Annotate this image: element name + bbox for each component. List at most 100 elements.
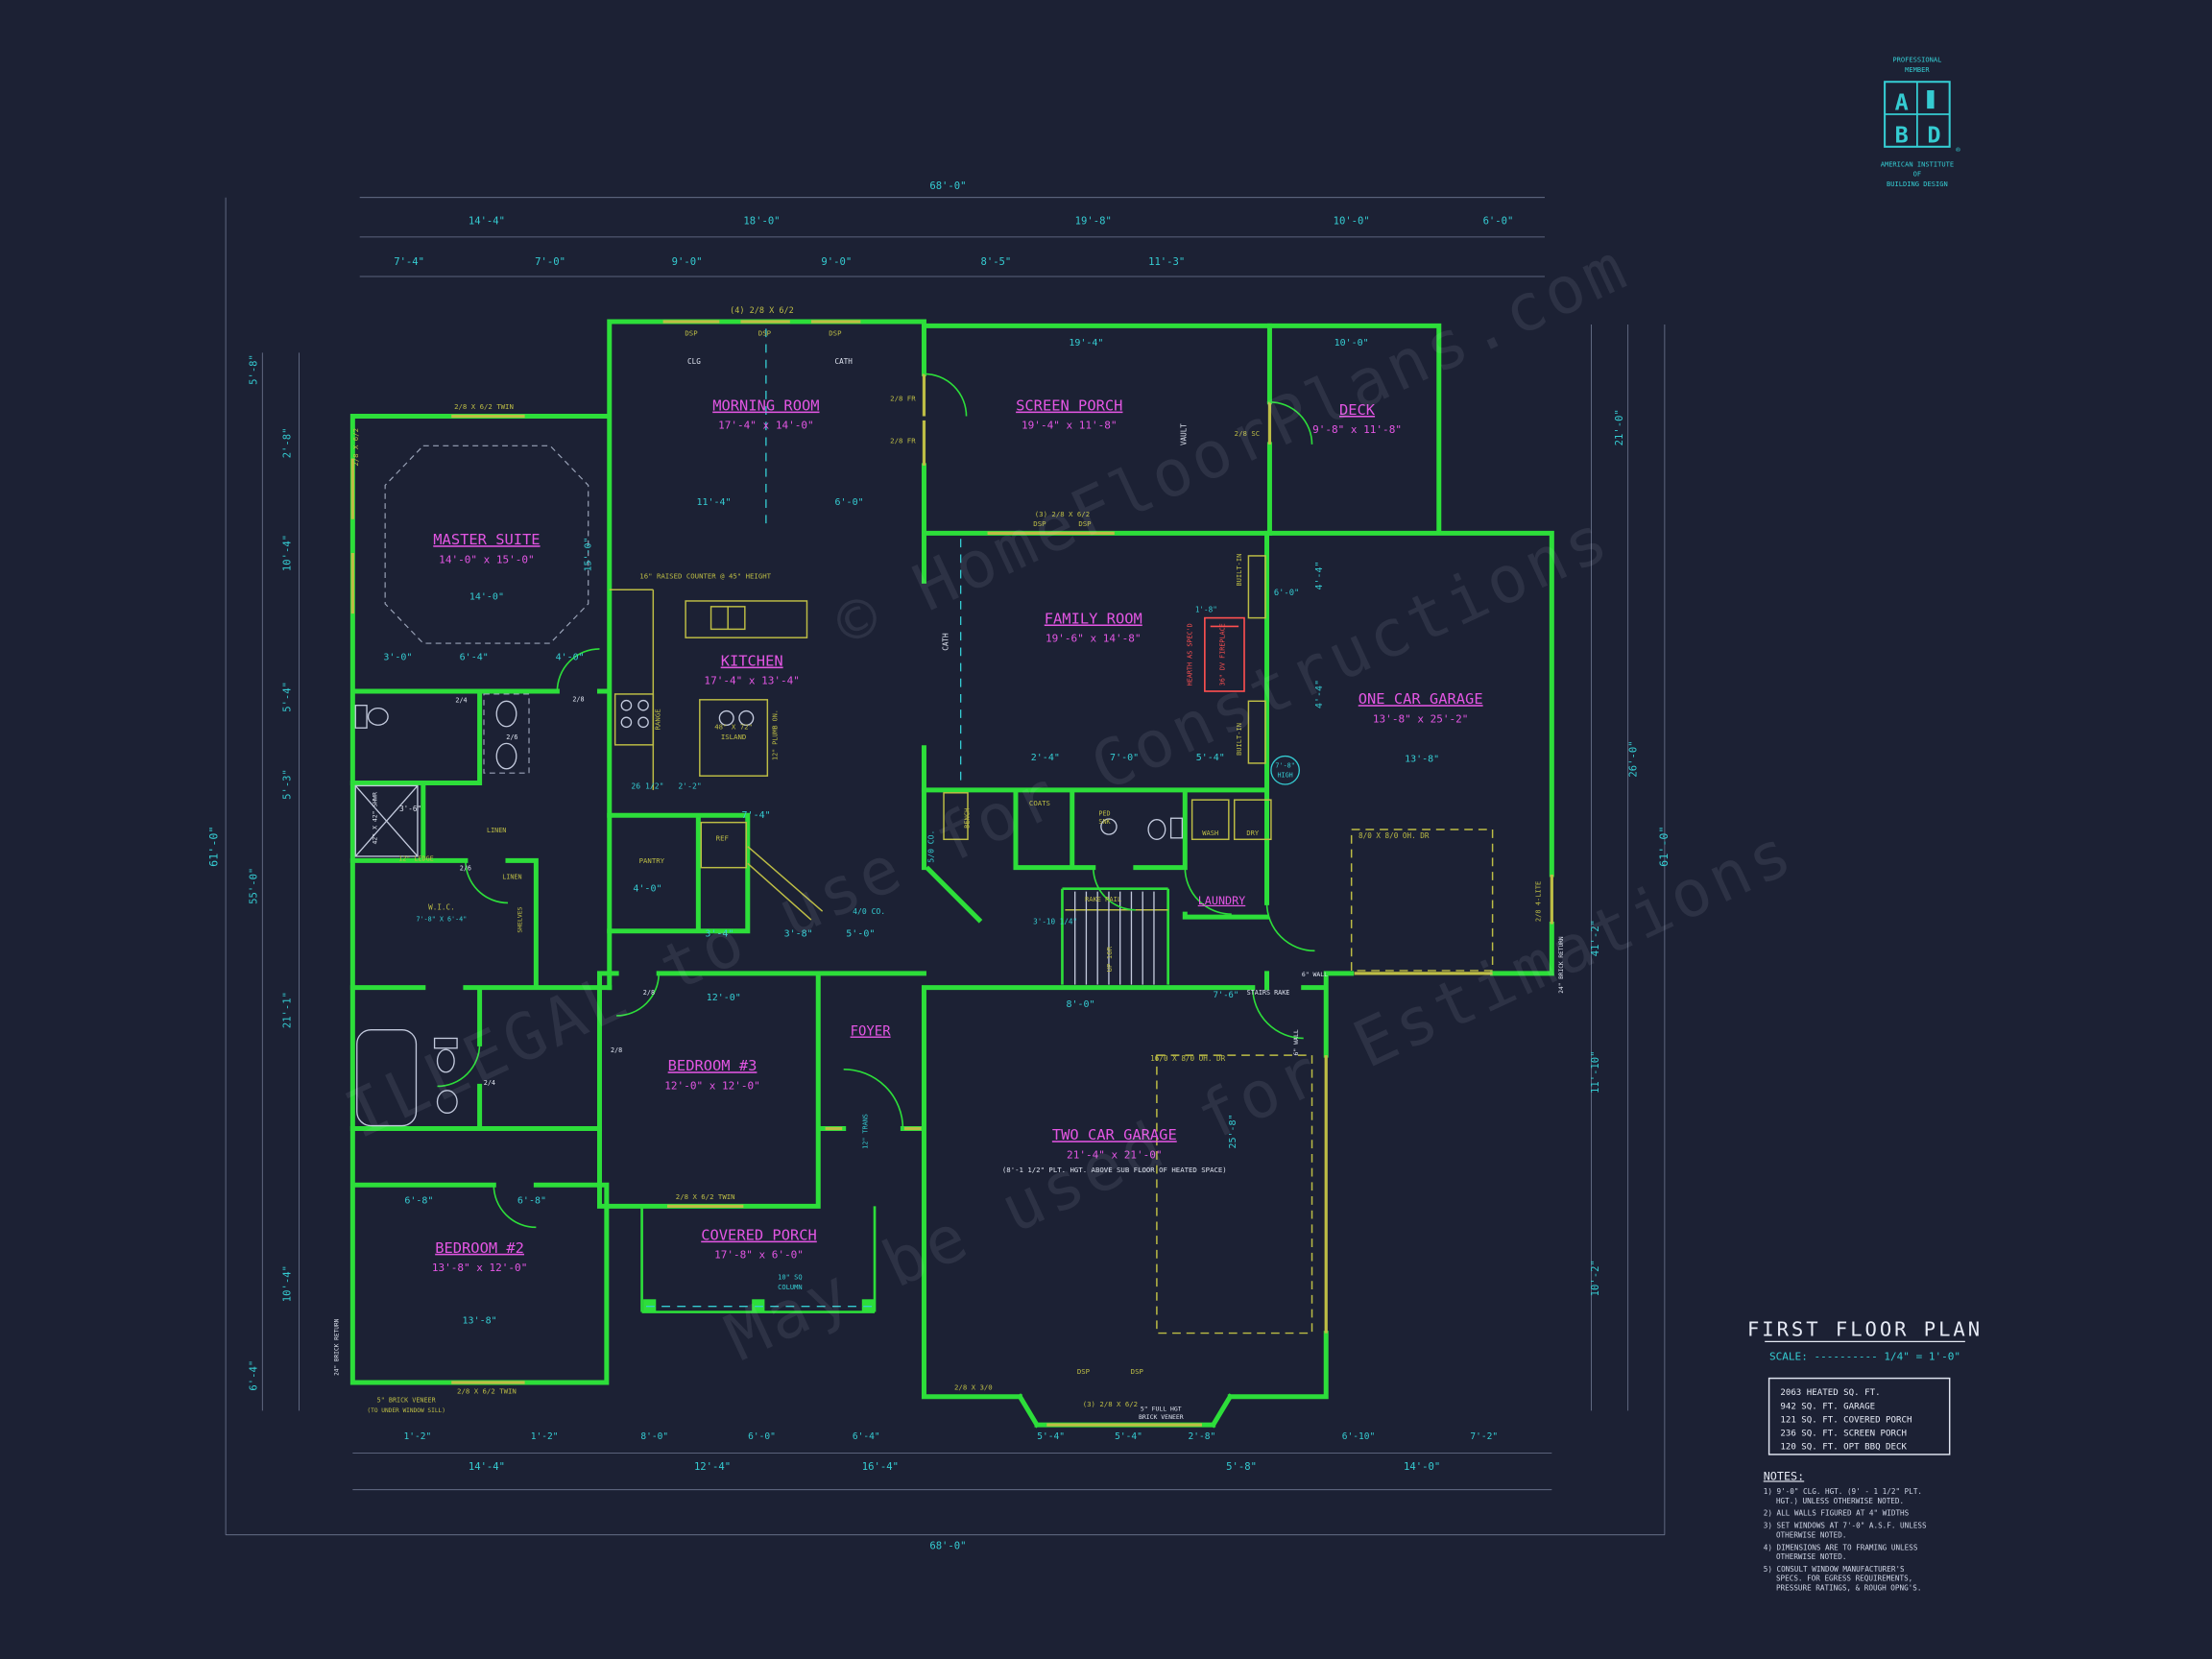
page-title: FIRST FLOOR PLAN: [1747, 1318, 1983, 1341]
dim-label: RANGE: [654, 709, 662, 730]
dim-label: 7'-0": [1110, 753, 1139, 763]
room-label-family-room: FAMILY ROOM: [1045, 610, 1142, 627]
dim-label: 16" RAISED COUNTER @ 45" HEIGHT: [639, 571, 771, 580]
dim-label: 21'-1": [282, 992, 294, 1028]
range: [613, 693, 655, 746]
dim-label: 2/8 X 6/2: [351, 428, 360, 467]
dim-label: PED: [1098, 809, 1110, 817]
aibd-logo-letter: D: [1927, 121, 1940, 148]
dim-label: 24" BRICK RETURN: [334, 1318, 341, 1376]
dim-label: CATH: [941, 633, 950, 651]
toilet: [367, 707, 389, 726]
dim-label: 1'-2": [531, 1431, 559, 1442]
note-line: 3) SET WINDOWS AT 7'-0" A.S.F. UNLESS: [1764, 1522, 1927, 1530]
island-sink: [718, 709, 734, 726]
room-dim: 13'-8" x 25'-2": [1373, 712, 1468, 725]
stats-line: 942 SQ. FT. GARAGE: [1780, 1402, 1875, 1411]
notes-lines: 1) 9'-0" CLG. HGT. (9' - 1 1/2" PLT.HGT.…: [1764, 1487, 1927, 1592]
dim-label: 2/6: [506, 733, 517, 741]
dim-label: 2/8 4-LITE: [1534, 881, 1543, 922]
note-line: 5) CONSULT WINDOW MANUFACTURER'S: [1764, 1565, 1905, 1574]
dim-label: 11'-10": [1590, 1050, 1601, 1094]
dim-label: 10'-4": [282, 1265, 294, 1302]
dim-label: 13'-8": [463, 1315, 497, 1326]
dim-label: DSP: [1131, 1367, 1144, 1376]
dim-label: 7'-2": [1470, 1431, 1498, 1442]
built-in-shelf: [1247, 555, 1266, 619]
note-line: 2) ALL WALLS FIGURED AT 4" WIDTHS: [1764, 1509, 1910, 1518]
dim-label: 7'-4": [394, 256, 424, 268]
note-line: 1) 9'-0" CLG. HGT. (9' - 1 1/2" PLT.: [1764, 1487, 1922, 1496]
dim-label: 61'-0": [1657, 826, 1671, 866]
dim-label: 5'-4": [1196, 753, 1225, 763]
dim-label: CLG: [687, 357, 701, 366]
dim-label: 2/8: [572, 695, 584, 703]
aibd-logo: [1884, 81, 1951, 148]
lavatory-sink: [495, 700, 517, 728]
dim-label: DSP: [1078, 519, 1092, 528]
dim-label: BRICK VENEER: [1139, 1413, 1184, 1421]
dim-label: 19'-8": [1075, 216, 1112, 228]
height-callout-circle: [1270, 755, 1300, 785]
stats-box: [1767, 1377, 1951, 1455]
room-label-two-car-garage: TWO CAR GARAGE: [1052, 1126, 1177, 1143]
dim-label: 6'-0": [835, 497, 864, 508]
dim-label: 24" BRICK RETURN: [1558, 936, 1565, 994]
room-label-deck: DECK: [1339, 401, 1376, 419]
dim-label: (4) 2/8 X 6/2: [730, 306, 794, 316]
room-dim: 9'-8" x 11'-8": [1312, 423, 1402, 436]
room-dim: 17'-4" x 14'-0": [718, 420, 813, 432]
porch-column: [752, 1299, 765, 1312]
ceiling-break-lines: [645, 328, 962, 1308]
dim-label: 10" SQ: [778, 1273, 802, 1282]
aibd-logo-letter: B: [1895, 121, 1909, 148]
dim-label: HIGH: [1277, 772, 1292, 780]
dim-label: 10'-4": [282, 535, 294, 571]
dim-label: 6" WALL: [1292, 1029, 1300, 1055]
dim-label: COLUMN: [778, 1283, 802, 1291]
room-label-bedroom-2: BEDROOM #2: [435, 1239, 524, 1257]
room-label-foyer: FOYER: [851, 1024, 892, 1040]
room-label-laundry: LAUNDRY: [1198, 894, 1246, 907]
door-arcs-layer: [437, 373, 1315, 1229]
dim-label: 13'-8": [1405, 754, 1439, 764]
burner: [637, 716, 649, 729]
dim-label: 14'-0": [1404, 1461, 1440, 1473]
dim-label: DSP: [685, 329, 698, 338]
toilet: [436, 1048, 455, 1073]
dim-label: 5/0 CO.: [926, 830, 936, 863]
dim-label: 26 1/2": [631, 781, 663, 790]
burner: [637, 699, 649, 711]
lavatory-sink: [436, 1090, 458, 1115]
dim-label: HEARTH AS SPEC'D: [1187, 623, 1194, 685]
built-in-shelf: [1247, 700, 1266, 764]
fireplace: [1204, 616, 1245, 692]
room-dim: 12'-0" x 12'-0": [664, 1079, 759, 1092]
dim-label: 2/8 X 6/2 TWIN: [676, 1192, 735, 1201]
extension-lines: [225, 197, 1666, 1536]
note-line: PRESSURE RATINGS, & ROUGH OPNG'S.: [1776, 1583, 1921, 1592]
note-line: OTHERWISE NOTED.: [1776, 1552, 1846, 1561]
dim-label: 3'-0": [383, 653, 412, 663]
washer: [1190, 799, 1230, 841]
dim-label: 2/8 X 3/0: [954, 1382, 993, 1391]
toilet: [1147, 819, 1166, 840]
dim-label: 5'-8": [248, 354, 259, 385]
aibd-logo-text: PROFESSIONAL: [1892, 56, 1941, 64]
aibd-logo-bar: [1927, 90, 1935, 109]
room-label-covered-porch: COVERED PORCH: [701, 1227, 817, 1244]
dim-label: SNK: [1098, 818, 1111, 826]
room-label-one-car-garage: ONE CAR GARAGE: [1358, 690, 1483, 708]
dim-label: ISLAND: [721, 733, 746, 741]
room-label-master-suite: MASTER SUITE: [433, 531, 540, 548]
dim-label: 1'-2": [404, 1431, 432, 1442]
dim-label: 2'-2": [678, 781, 701, 790]
room-dim: 17'-4" x 13'-4": [704, 675, 799, 687]
vanity: [483, 693, 530, 774]
dim-label: 4'-0": [556, 653, 585, 663]
dim-label: DRY: [1246, 829, 1259, 837]
dimension-grid: [225, 197, 1666, 1536]
dim-label: 12'-0": [707, 993, 741, 1003]
